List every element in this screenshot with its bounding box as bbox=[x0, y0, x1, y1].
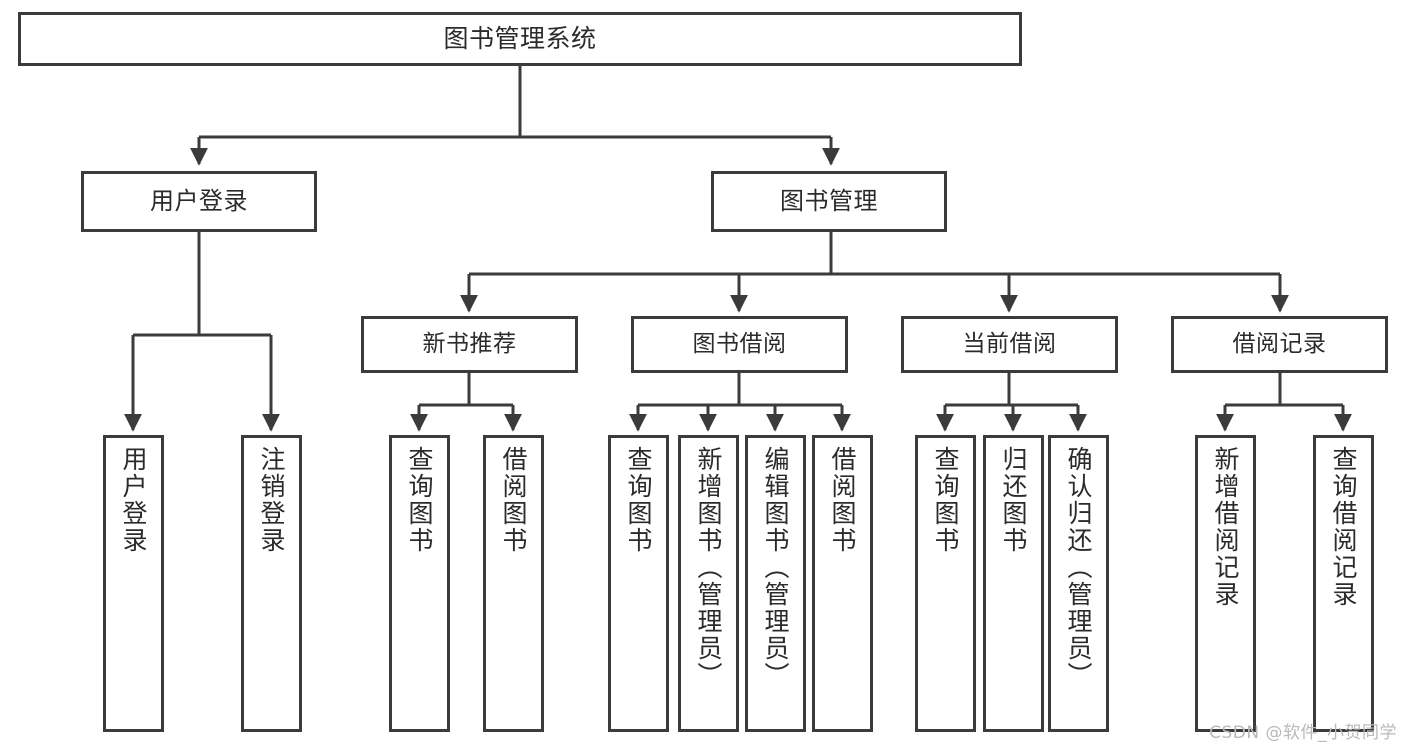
node-user-login[interactable]: 用户登录 bbox=[81, 171, 317, 232]
leaf-book-borrow-borrow-label: 借阅图书 bbox=[828, 446, 857, 554]
leaf-current-borrow-query-label: 查询图书 bbox=[931, 446, 960, 554]
leaf-current-borrow-confirm[interactable]: 确认归还（管理员） bbox=[1048, 435, 1109, 732]
leaf-new-book-borrow[interactable]: 借阅图书 bbox=[483, 435, 544, 732]
node-borrow-records[interactable]: 借阅记录 bbox=[1171, 316, 1388, 373]
leaf-current-borrow-confirm-label: 确认归还（管理员） bbox=[1064, 446, 1093, 689]
leaf-book-borrow-query-label: 查询图书 bbox=[624, 446, 653, 554]
leaf-user-login-login-label: 用户登录 bbox=[119, 446, 148, 554]
leaf-user-login-logout-label: 注销登录 bbox=[257, 446, 286, 554]
leaf-book-borrow-add-label: 新增图书（管理员） bbox=[694, 446, 723, 689]
watermark-text: CSDN @软件_小贺同学 bbox=[1209, 723, 1397, 743]
node-new-book-recommend-label: 新书推荐 bbox=[422, 330, 517, 357]
leaf-book-borrow-edit[interactable]: 编辑图书（管理员） bbox=[745, 435, 806, 732]
leaf-book-borrow-add[interactable]: 新增图书（管理员） bbox=[678, 435, 739, 732]
leaf-new-book-borrow-label: 借阅图书 bbox=[499, 446, 528, 554]
leaf-records-query[interactable]: 查询借阅记录 bbox=[1313, 435, 1374, 732]
node-new-book-recommend[interactable]: 新书推荐 bbox=[361, 316, 578, 373]
node-book-borrow[interactable]: 图书借阅 bbox=[631, 316, 848, 373]
leaf-records-add-label: 新增借阅记录 bbox=[1211, 446, 1240, 608]
leaf-book-borrow-edit-label: 编辑图书（管理员） bbox=[761, 446, 790, 689]
node-book-borrow-label: 图书借阅 bbox=[692, 330, 787, 357]
leaf-records-add[interactable]: 新增借阅记录 bbox=[1195, 435, 1256, 732]
node-root-system-label: 图书管理系统 bbox=[443, 24, 597, 54]
node-current-borrow-label: 当前借阅 bbox=[962, 330, 1057, 357]
node-book-management[interactable]: 图书管理 bbox=[711, 171, 947, 232]
node-current-borrow[interactable]: 当前借阅 bbox=[901, 316, 1118, 373]
node-root-system[interactable]: 图书管理系统 bbox=[18, 12, 1022, 66]
leaf-user-login-logout[interactable]: 注销登录 bbox=[241, 435, 302, 732]
leaf-new-book-query-label: 查询图书 bbox=[405, 446, 434, 554]
leaf-current-borrow-return[interactable]: 归还图书 bbox=[983, 435, 1044, 732]
leaf-user-login-login[interactable]: 用户登录 bbox=[103, 435, 164, 732]
node-user-login-label: 用户登录 bbox=[150, 187, 248, 216]
node-book-management-label: 图书管理 bbox=[780, 187, 878, 216]
leaf-current-borrow-query[interactable]: 查询图书 bbox=[915, 435, 976, 732]
leaf-book-borrow-borrow[interactable]: 借阅图书 bbox=[812, 435, 873, 732]
node-borrow-records-label: 借阅记录 bbox=[1232, 330, 1327, 357]
leaf-new-book-query[interactable]: 查询图书 bbox=[389, 435, 450, 732]
leaf-book-borrow-query[interactable]: 查询图书 bbox=[608, 435, 669, 732]
leaf-records-query-label: 查询借阅记录 bbox=[1329, 446, 1358, 608]
leaf-current-borrow-return-label: 归还图书 bbox=[999, 446, 1028, 554]
